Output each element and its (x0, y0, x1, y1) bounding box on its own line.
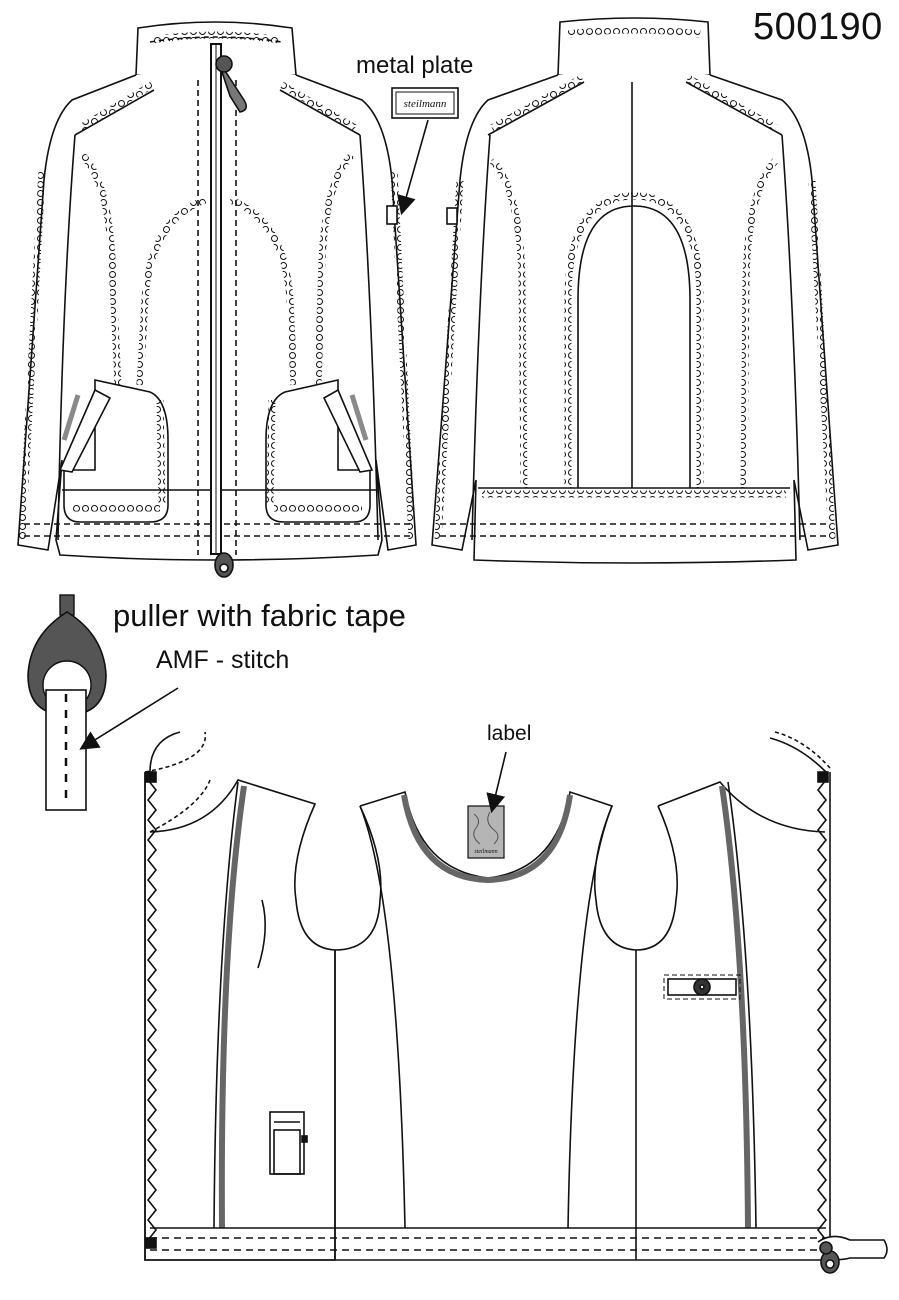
label-brand-text: steilmann (474, 849, 497, 855)
style-number: 500190 (753, 6, 883, 48)
metal-plate-icon: steilmann (391, 87, 459, 216)
front-view (17, 21, 417, 578)
puller-callout: puller with fabric tape (113, 598, 406, 633)
puller-detail-icon (27, 594, 179, 811)
back-view (431, 17, 839, 564)
amf-stitch-callout: AMF - stitch (156, 646, 290, 674)
metal-plate-callout: metal plate (356, 52, 474, 79)
label-callout: label (487, 722, 532, 745)
inside-view (144, 731, 888, 1274)
plate-brand-text: steilmann (404, 98, 447, 110)
care-label-icon: steilmann (467, 751, 507, 859)
